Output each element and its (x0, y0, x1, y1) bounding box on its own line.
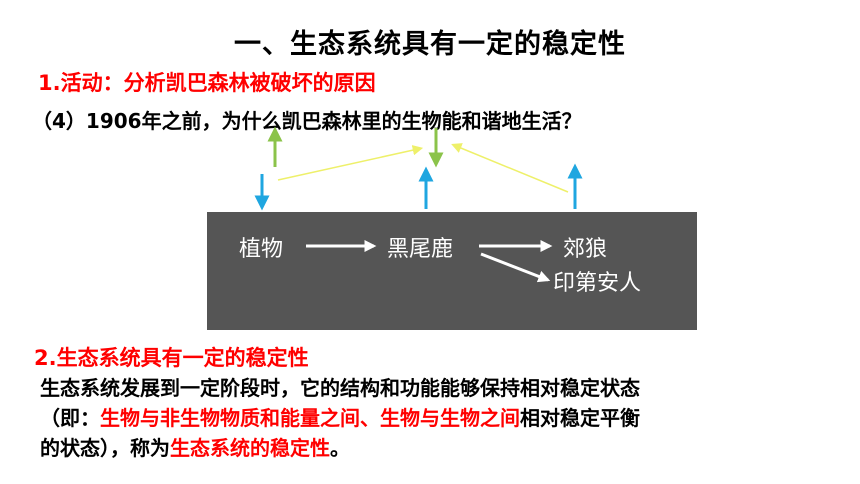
yellow-arrow-left (277, 145, 424, 181)
organism-plant: 植物 (239, 237, 284, 262)
definition-line-3-suffix: 。 (330, 436, 350, 460)
stability-definition: 生态系统发展到一定阶段时，它的结构和功能能够保持相对稳定状态 （即：生物与非生物… (40, 373, 800, 463)
page-title: 一、生态系统具有一定的稳定性 (234, 29, 626, 60)
definition-line-2: （即：生物与非生物物质和能量之间、生物与生物之间相对稳定平衡 (40, 403, 800, 433)
organism-deer: 黑尾鹿 (387, 237, 454, 262)
organism-natives: 印第安人 (553, 271, 642, 296)
definition-line-2-prefix: （即： (40, 406, 100, 430)
yellow-arrow-right (451, 143, 569, 193)
stability-heading: 2.生态系统具有一定的稳定性 (34, 346, 309, 370)
arrow-deer-to-natives (480, 252, 551, 283)
food-chain-arrows (306, 240, 553, 283)
definition-highlight-balance: 生物与非生物物质和能量之间、生物与生物之间 (100, 406, 520, 430)
definition-highlight-term: 生态系统的稳定性 (170, 436, 330, 460)
definition-line-3-prefix: 的状态），称为 (40, 436, 170, 460)
definition-line-1: 生态系统发展到一定阶段时，它的结构和功能能够保持相对稳定状态 (40, 376, 640, 400)
definition-line-2-suffix: 相对稳定平衡 (520, 406, 640, 430)
definition-line-3: 的状态），称为生态系统的稳定性。 (40, 433, 800, 463)
food-chain-diagram: 植物 黑尾鹿 郊狼 印第安人 (207, 212, 697, 330)
organism-coyote: 郊狼 (563, 237, 608, 262)
activity-heading: 1.活动：分析凯巴森林被破坏的原因 (38, 71, 376, 95)
question-text: （4）1906年之前，为什么凯巴森林里的生物能和谐地生活？ (32, 109, 582, 133)
